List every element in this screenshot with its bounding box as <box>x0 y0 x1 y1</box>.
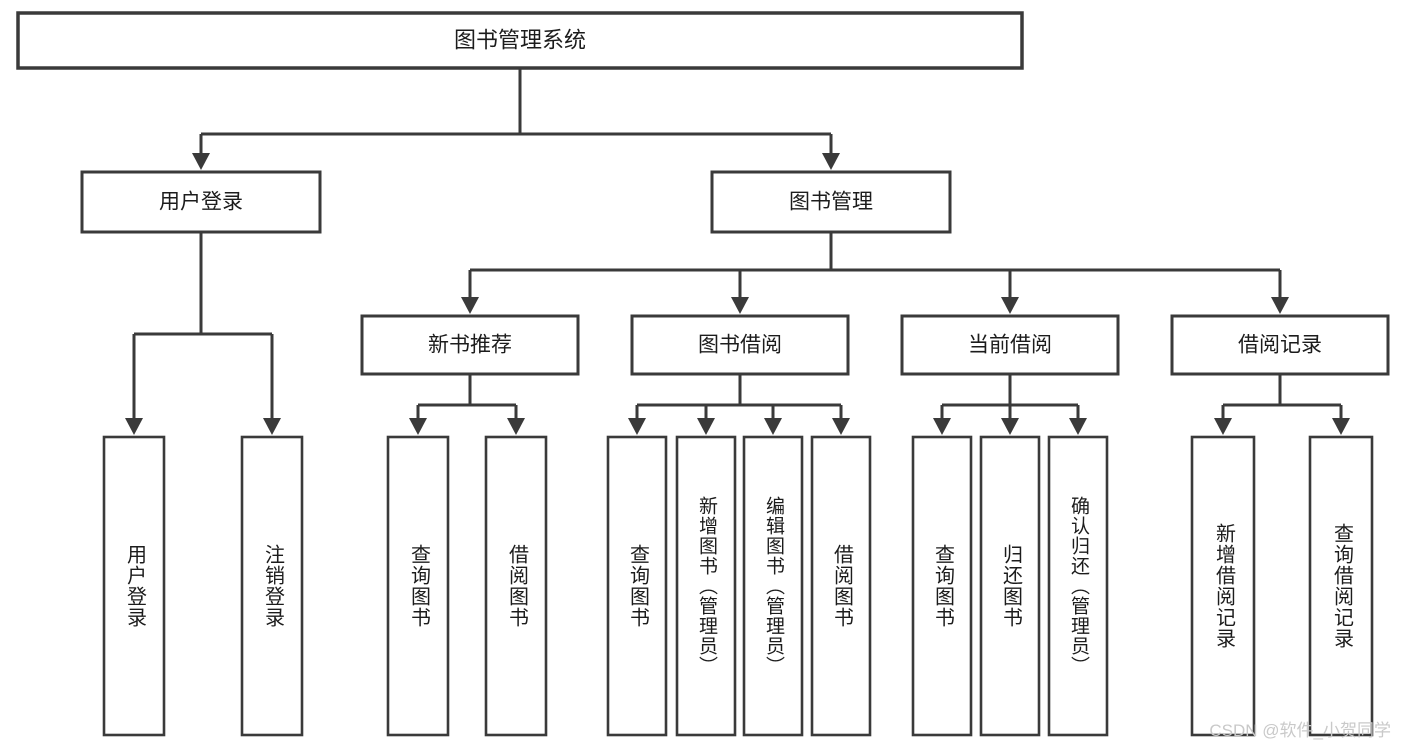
arrow-head-icon <box>1001 297 1019 314</box>
level2-node-label-3: 借阅记录 <box>1238 334 1322 357</box>
leaf-node-box-4[interactable] <box>606 435 668 737</box>
leaf-node-box-12[interactable] <box>1308 435 1374 737</box>
node-box-layer <box>16 11 1390 737</box>
leaf-node-box-11[interactable] <box>1190 435 1256 737</box>
arrow-head-icon <box>125 418 143 435</box>
level1-node-label-1: 图书管理 <box>789 191 873 214</box>
level2-node-box-2[interactable] <box>900 314 1120 376</box>
leaf-node-box-3[interactable] <box>484 435 548 737</box>
level2-node-box-3[interactable] <box>1170 314 1390 376</box>
arrow-head-icon <box>192 153 210 170</box>
leaf-node-box-10[interactable] <box>1047 435 1109 737</box>
leaf-node-box-8[interactable] <box>911 435 973 737</box>
arrow-head-icon <box>628 418 646 435</box>
arrow-head-icon <box>1069 418 1087 435</box>
arrow-head-icon <box>731 297 749 314</box>
leaf-node-box-6[interactable] <box>742 435 804 737</box>
arrow-head-icon <box>822 153 840 170</box>
root-node-box[interactable] <box>16 11 1024 70</box>
arrow-head-icon <box>1001 418 1019 435</box>
arrow-head-icon <box>263 418 281 435</box>
leaf-node-box-2[interactable] <box>386 435 450 737</box>
level1-node-box-1[interactable] <box>710 170 952 234</box>
leaf-node-box-7[interactable] <box>810 435 872 737</box>
level2-node-box-0[interactable] <box>360 314 580 376</box>
leaf-node-box-9[interactable] <box>979 435 1041 737</box>
root-node-label: 图书管理系统 <box>454 27 586 52</box>
leaf-node-box-0[interactable] <box>102 435 166 737</box>
level2-node-label-0: 新书推荐 <box>428 334 512 357</box>
arrow-head-icon <box>1271 297 1289 314</box>
level2-node-box-1[interactable] <box>630 314 850 376</box>
level2-node-label-1: 图书借阅 <box>698 334 782 357</box>
arrow-head-icon <box>461 297 479 314</box>
level1-node-label-0: 用户登录 <box>159 191 243 214</box>
arrow-head-icon <box>832 418 850 435</box>
level2-node-label-2: 当前借阅 <box>968 334 1052 357</box>
arrow-head-icon <box>697 418 715 435</box>
level1-node-box-0[interactable] <box>80 170 322 234</box>
csdn-watermark: CSDN @软件_小贺同学 <box>1209 721 1391 740</box>
arrow-head-icon <box>1332 418 1350 435</box>
leaf-node-box-1[interactable] <box>240 435 304 737</box>
arrow-head-icon <box>764 418 782 435</box>
arrow-head-icon <box>409 418 427 435</box>
leaf-node-box-5[interactable] <box>675 435 737 737</box>
arrow-head-icon <box>933 418 951 435</box>
arrow-head-icon <box>1214 418 1232 435</box>
arrow-head-icon <box>507 418 525 435</box>
connector-layer <box>125 68 1350 435</box>
